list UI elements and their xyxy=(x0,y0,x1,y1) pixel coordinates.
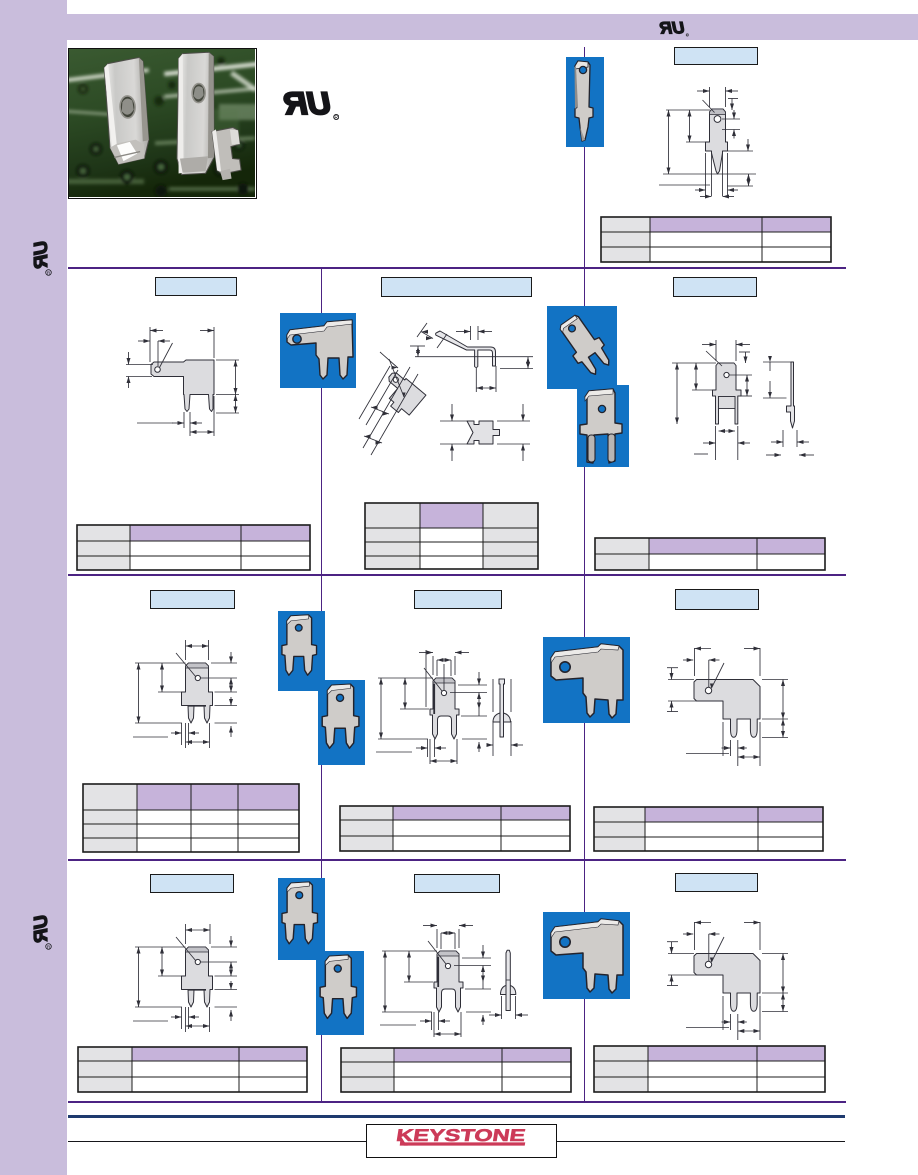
svg-text:R: R xyxy=(686,33,688,37)
svg-text:UR: UR xyxy=(284,85,331,121)
svg-text:R: R xyxy=(47,271,51,276)
svg-text:R: R xyxy=(47,945,51,950)
svg-text:UR: UR xyxy=(30,241,51,269)
svg-text:R: R xyxy=(334,115,338,121)
svg-text:UR: UR xyxy=(30,915,51,943)
svg-text:KEYSTONE: KEYSTONE xyxy=(395,1126,527,1145)
svg-text:UR: UR xyxy=(659,18,685,37)
